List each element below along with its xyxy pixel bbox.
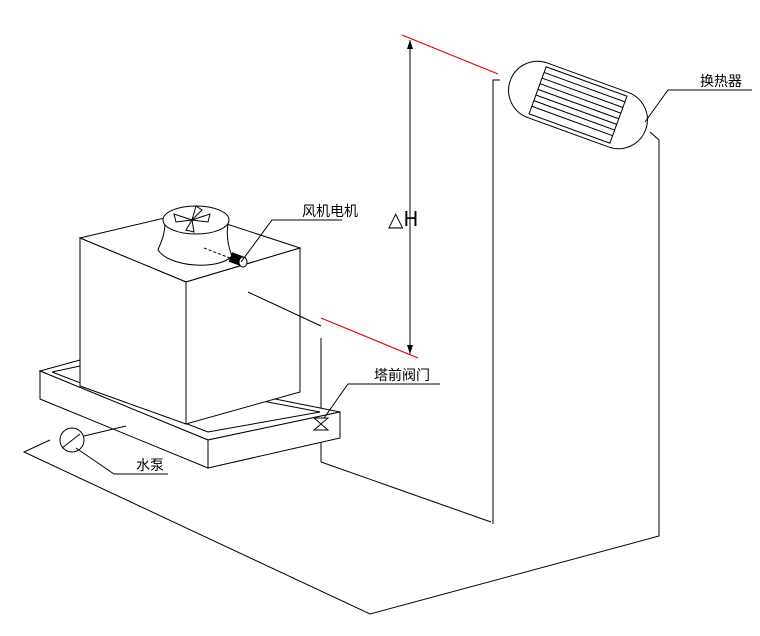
fan-shroud [157,221,233,266]
leader-lines [75,89,752,475]
supply-pipe [22,131,660,615]
leader-heat-exchanger [644,89,752,123]
heat-exchanger-label: 换热器 [700,73,742,90]
water-pump-label: 水泵 [136,458,164,474]
fan-blades-icon [173,205,211,233]
bottom-reference-line [320,317,419,359]
arrow-down-icon [407,345,413,354]
pump-pipe [83,425,127,437]
leader-water-pump [75,447,168,475]
top-reference-line [401,34,499,75]
tower-valve-label: 塔前阀门 [374,367,430,384]
fan-assembly [157,205,248,268]
return-pipe [492,79,500,524]
tower-pipe-stub [247,291,322,327]
motor-icon [228,252,248,268]
basin-front-right [207,411,341,469]
leader-fan-motor [240,219,342,263]
tower-right-face [185,247,301,425]
fan-motor-label: 风机电机 [302,204,358,220]
water-pump-icon [59,427,85,453]
heat-exchanger [508,60,648,150]
heat-exchanger-tube-bundle [528,66,628,144]
leader-tower-valve [323,383,440,419]
arrow-up-icon [407,40,413,49]
tower-valve-icon [312,417,330,431]
tower-outlet-pipe-lower [320,460,492,523]
height-dimension [320,34,499,359]
piping-loop [22,79,660,615]
delta-h-label: △H [388,207,418,231]
heat-exchanger-shell [508,60,648,150]
